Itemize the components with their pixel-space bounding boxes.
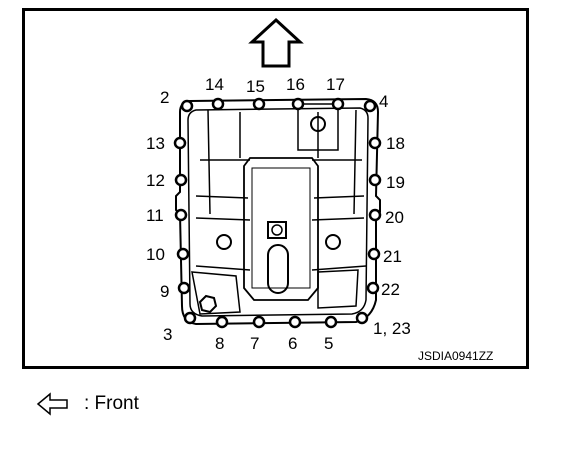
bolt-13 <box>173 136 187 150</box>
bolt-3 <box>183 311 197 325</box>
bolt-label-13: 13 <box>146 134 165 153</box>
bolt-20 <box>368 208 382 222</box>
bolt-label-20: 20 <box>385 208 404 227</box>
bolt-label-9: 9 <box>160 282 169 301</box>
bolt-10 <box>176 247 190 261</box>
oil-pan-body <box>175 97 381 326</box>
bolt-label-10: 10 <box>146 245 165 264</box>
bolt-label-3: 3 <box>163 325 172 344</box>
bolt-8 <box>215 315 229 329</box>
bolt-18 <box>368 136 382 150</box>
diagram-frame <box>22 8 529 369</box>
bolt-9 <box>177 281 191 295</box>
bolt-label-16: 16 <box>286 75 305 94</box>
bolt-17 <box>331 97 345 111</box>
bolt-22 <box>366 281 380 295</box>
bolt-1-23 <box>355 311 369 325</box>
bolt-15 <box>252 97 266 111</box>
front-arrow-legend-icon <box>36 392 68 416</box>
bolt-14 <box>211 97 225 111</box>
bolt-5 <box>324 315 338 329</box>
bolt-label-6: 6 <box>288 334 297 353</box>
bolt-11 <box>174 208 188 222</box>
bolt-label-7: 7 <box>250 334 259 353</box>
bolt-12 <box>174 173 188 187</box>
bolt-label-4: 4 <box>379 92 388 111</box>
bolt-label-15: 15 <box>246 77 265 96</box>
bolt-holes <box>173 97 382 329</box>
bolt-label-11: 11 <box>146 206 164 225</box>
bolt-label-5: 5 <box>324 334 333 353</box>
bolt-6 <box>288 315 302 329</box>
bolt-label-18: 18 <box>386 134 405 153</box>
bolt-label-17: 17 <box>326 75 345 94</box>
bolt-21 <box>367 247 381 261</box>
bolt-label-22: 22 <box>381 280 400 299</box>
bolt-labels: 2 14 15 16 17 4 13 18 12 19 11 20 10 21 … <box>146 75 411 353</box>
bolt-label-19: 19 <box>386 173 405 192</box>
legend-text: : Front <box>84 393 139 414</box>
legend: : Front <box>36 390 139 418</box>
front-arrow-icon <box>248 17 304 68</box>
bolt-19 <box>368 173 382 187</box>
bolt-4 <box>363 99 377 113</box>
bolt-7 <box>252 315 266 329</box>
bolt-label-2: 2 <box>160 88 169 107</box>
bolt-label-12: 12 <box>146 171 165 190</box>
bolt-16 <box>291 97 305 111</box>
diagram-code: JSDIA0941ZZ <box>418 349 493 363</box>
bolt-label-21: 21 <box>383 247 402 266</box>
bolt-label-14: 14 <box>205 75 224 94</box>
bolt-2 <box>180 99 194 113</box>
bolt-label-8: 8 <box>215 334 224 353</box>
bolt-label-1-23: 1, 23 <box>373 319 411 338</box>
